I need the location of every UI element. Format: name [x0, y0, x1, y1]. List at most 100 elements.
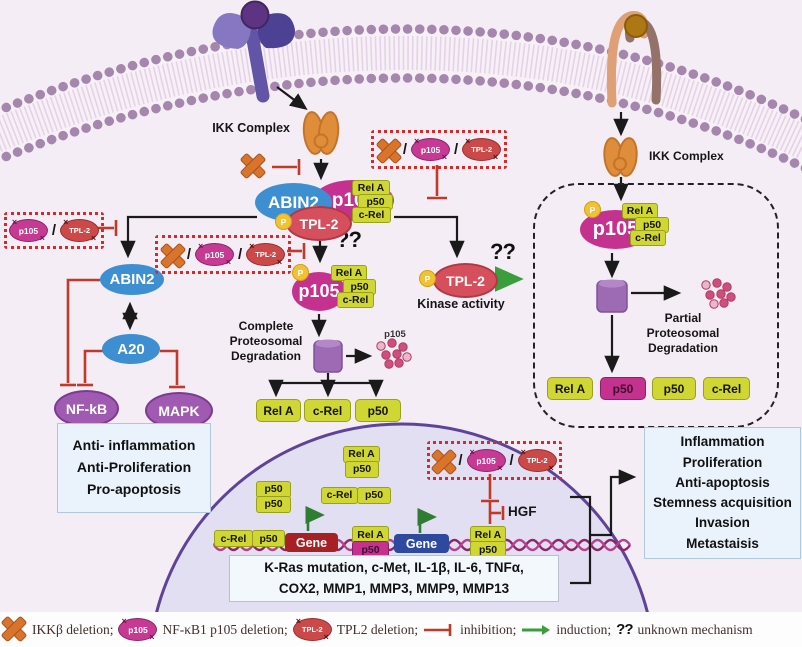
- ikkb-deletion-icon: [239, 152, 267, 181]
- legend-induction: induction;: [556, 621, 612, 637]
- crel-product: c-Rel: [304, 399, 351, 422]
- tpl2-oval-complex: TPL-2: [286, 206, 352, 241]
- legend-p105-deletion: NF-κB1 p105 deletion;: [162, 621, 288, 637]
- complete-degradation-line3: Degradation: [230, 349, 301, 363]
- deletion-mark: [497, 464, 502, 473]
- legend-tpl2-deletion: TPL2 deletion;: [336, 621, 419, 637]
- p105-deletion-label: p105: [204, 249, 225, 260]
- tpl2-deletion-label: TPL-2: [255, 250, 277, 259]
- figure-legend: IKKβ deletion; p105 NF-κB1 p105 deletion…: [0, 612, 802, 647]
- p50-on-dna: p50: [252, 530, 285, 547]
- deletion-mark: [277, 258, 282, 267]
- p105-deletion-label: p105: [128, 624, 148, 635]
- legend-inhibition: inhibition;: [460, 621, 517, 637]
- ikk-complex-label-left: IKK Complex: [212, 121, 290, 135]
- deletion-mark: [198, 242, 203, 251]
- outcome-right-line2: Proliferation: [682, 454, 763, 470]
- p105-deletion-icon: p105: [195, 243, 234, 266]
- deletion-mark: [493, 153, 498, 162]
- p50-dimer-nucleus: p50: [256, 496, 291, 513]
- proteasome-right: [596, 279, 628, 313]
- partial-degradation-line2: Proteosomal: [646, 326, 720, 340]
- rela-product: Rel A: [256, 399, 301, 422]
- p105-deletion-label: p105: [18, 225, 39, 236]
- deletion-mark: [63, 218, 68, 227]
- tpl2-deletion-icon: TPL-2: [292, 617, 332, 642]
- phospho-mark-tpl2: P: [419, 270, 436, 287]
- outcome-box-left: Anti- inflammation Anti-Proliferation Pr…: [57, 423, 211, 513]
- outcome-left-line3: Pro-apoptosis: [86, 480, 182, 497]
- target-genes-box: K-Ras mutation, c-Met, IL-1β, IL-6, TNFα…: [229, 555, 559, 602]
- slash-separator: [510, 452, 514, 469]
- phospho-mark-p105: P: [292, 264, 309, 281]
- gene-box-red: Gene: [285, 533, 338, 552]
- ikk-complex-left-shape: [302, 111, 340, 155]
- pathway-diagram: IKK Complex IKK Complex ?? ?? Complete P…: [0, 0, 802, 612]
- p105-deletion-icon: p105: [411, 138, 450, 161]
- a20-oval: A20: [102, 334, 160, 364]
- tpl2-deletion-icon: TPL-2: [462, 137, 502, 162]
- rela-dimer-nucleus: Rel A: [343, 446, 380, 463]
- rela-subunit: Rel A: [331, 265, 367, 281]
- ikkb-deletion-x-icon: [0, 615, 28, 643]
- abin2-oval-left: ABIN2: [100, 264, 164, 295]
- deletion-mark: [470, 448, 475, 457]
- deletion-mark: [12, 218, 17, 227]
- outcome-left-line1: Anti- inflammation: [72, 437, 196, 454]
- outcome-right-line6: Metastaisis: [686, 535, 759, 551]
- receptor-left: [212, 0, 295, 103]
- p105-deletion-icon: p105: [466, 448, 506, 473]
- ikkb-deletion-x-icon: [430, 448, 458, 475]
- outcome-left-line2: Anti-Proliferation: [76, 459, 192, 476]
- degradation-fragments-right: [701, 278, 736, 309]
- complete-degradation-label: Complete Proteosomal Degradation: [220, 319, 312, 364]
- p105-deletion-label: p105: [476, 455, 496, 466]
- outcome-right-line5: Invasion: [695, 515, 750, 531]
- induction-arrows: [305, 266, 524, 533]
- crel-product-right: c-Rel: [703, 377, 750, 400]
- complete-degradation-line1: Complete: [238, 319, 294, 333]
- p50-product: p50: [355, 399, 401, 422]
- deletion-box-ikkb-p105-tpl2: p105 TPL-2: [155, 235, 291, 274]
- ikk-complex-right-shape: [603, 137, 638, 177]
- rela-subunit: Rel A: [352, 180, 390, 196]
- outcome-right-line3: Anti-apoptosis: [675, 474, 770, 490]
- receptor-right: [606, 11, 662, 108]
- tpl2-deletion-label: TPL-2: [69, 226, 90, 235]
- p105-deletion-label: p105: [420, 144, 441, 155]
- tpl2-deletion-label: TPL-2: [301, 625, 323, 634]
- deletion-mark: [91, 234, 96, 243]
- cell-membrane: [0, 24, 802, 172]
- slash-separator: [238, 246, 242, 263]
- deletion-mark: [324, 633, 329, 642]
- p105-deletion-icon: p105: [118, 618, 158, 641]
- deletion-mark: [442, 153, 447, 162]
- partial-degradation-label: Partial Proteosomal Degradation: [640, 311, 726, 356]
- deletion-mark: [40, 234, 45, 243]
- ikkb-deletion-x-icon: [239, 152, 267, 180]
- deletion-box-ikkb-p105-tpl2: p105 TPL-2: [427, 441, 562, 480]
- deletion-mark: [414, 137, 419, 146]
- slash-separator: [52, 222, 56, 239]
- hgf-label: HGF: [508, 504, 537, 519]
- p105-fragment-label: p105: [384, 329, 406, 340]
- deletion-mark: [296, 617, 301, 626]
- crel-dimer-nucleus: c-Rel: [321, 487, 358, 504]
- tpl2-deletion-label: TPL-2: [526, 456, 548, 465]
- inhibition-icon: [424, 623, 452, 636]
- crel-on-dna: c-Rel: [214, 530, 253, 547]
- tpl2-deletion-label: TPL-2: [471, 145, 493, 154]
- tpl2-deletion-icon: TPL-2: [246, 243, 286, 267]
- deletion-box-p105-tpl2: p105 TPL-2: [4, 212, 104, 249]
- p50-product-magenta: p50: [600, 377, 646, 400]
- phospho-mark-right: P: [584, 201, 601, 218]
- deletion-mark: [521, 448, 526, 457]
- p105-deletion-icon: p105: [8, 218, 48, 243]
- target-genes-line2: COX2, MMP1, MMP3, MMP9, MMP13: [278, 580, 510, 596]
- inhibition-lines: [60, 159, 505, 524]
- outcome-right-line4: Stemness acquisition: [653, 495, 792, 510]
- tpl2-kinase-oval: TPL-2: [433, 263, 498, 298]
- deletion-mark: [465, 137, 470, 146]
- crel-subunit: c-Rel: [630, 230, 666, 246]
